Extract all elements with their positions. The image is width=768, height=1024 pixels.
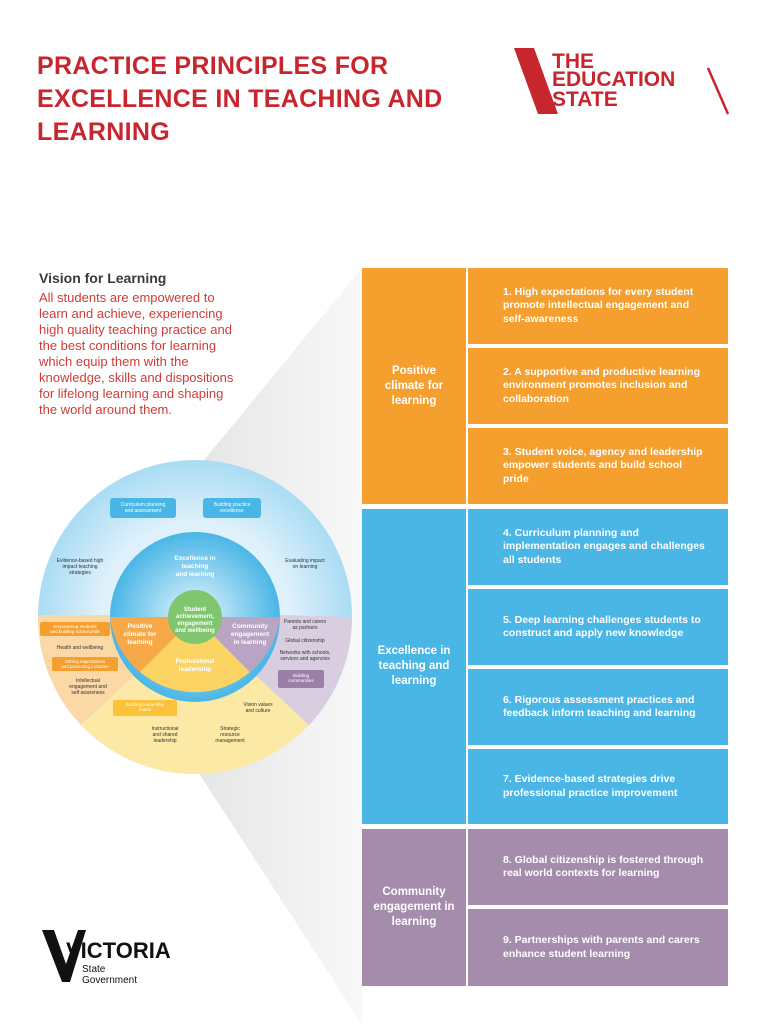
logo-red-slash (514, 48, 558, 114)
box-leadership-teams (113, 700, 177, 716)
ring-right-3: Networks with schools,services and agenc… (280, 650, 331, 662)
group-positive-climate: Positive climate for learning (362, 268, 466, 504)
principle-3: 3. Student voice, agency and leadership … (468, 428, 728, 504)
group-community: Community engagement in learning (362, 829, 466, 986)
box-communities (278, 670, 324, 688)
victoria-v-shape (42, 930, 86, 982)
logo-state-text: State (82, 964, 106, 975)
page-title: PRACTICE PRINCIPLES FOR EXCELLENCE IN TE… (37, 52, 443, 146)
principle-7: 7. Evidence-based strategies drive profe… (468, 749, 728, 824)
principle-6: 6. Rigorous assessment practices and fee… (468, 669, 728, 745)
logo-right-stroke (706, 67, 730, 115)
box-expectations (52, 657, 118, 671)
principle-8: 8. Global citizenship is fostered throug… (468, 829, 728, 905)
group-label: Excellence in teaching and learning (377, 645, 451, 687)
group-label: Positive climate for learning (384, 364, 444, 407)
ring-left-2: Health and wellbeing (57, 645, 104, 651)
victoria-government-logo: VICTORIA State Government (42, 930, 171, 986)
logo-victoria: VICTORIA (66, 938, 171, 963)
logo-education: EDUCATION (552, 68, 675, 91)
inner-leadership (140, 617, 250, 693)
box-practice (203, 498, 261, 518)
principle-2: 2. A supportive and productive learning … (468, 348, 728, 424)
vision-text: All students are empowered to learn and … (39, 290, 234, 417)
logo-government-text: Government (82, 975, 137, 986)
ring-right-2: Global citizenship (285, 638, 324, 644)
principle-1: 1. High expectations for every student p… (468, 268, 728, 344)
principle-5: 5. Deep learning challenges students to … (468, 589, 728, 665)
box-curriculum (110, 498, 176, 518)
vision-heading: Vision for Learning (39, 270, 167, 286)
outer-ring-leadership (81, 670, 309, 775)
logo-state: STATE (552, 88, 618, 111)
principle-9: 9. Partnerships with parents and carers … (468, 909, 728, 986)
group-excellence: Excellence in teaching and learning (362, 509, 466, 824)
education-state-logo: THE EDUCATION STATE (514, 48, 730, 115)
principle-4: 4. Curriculum planning and implementatio… (468, 509, 728, 585)
box-empowering (40, 622, 110, 636)
group-label: Community engagement in learning (373, 886, 455, 928)
logo-the: THE (552, 50, 594, 73)
center-circle (168, 590, 222, 644)
